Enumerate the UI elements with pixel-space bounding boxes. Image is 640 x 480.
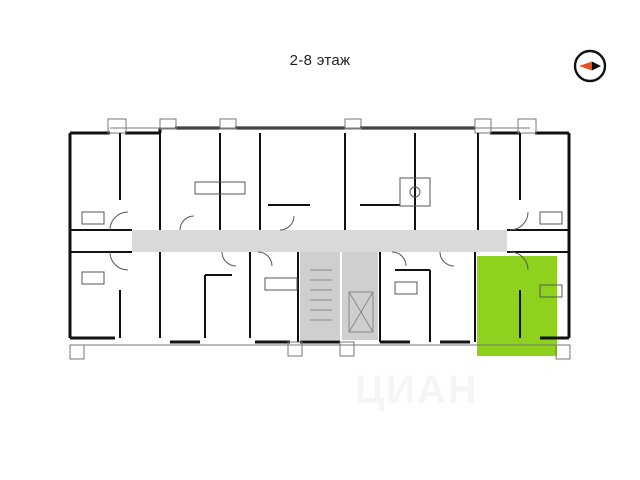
- corridor: [132, 230, 507, 252]
- compass-icon: [573, 49, 607, 83]
- highlighted-apartment[interactable]: [477, 256, 557, 356]
- windows: [69, 118, 571, 360]
- fixtures: [81, 177, 563, 298]
- elevator-shaft: [342, 252, 378, 340]
- watermark: ЦИАН: [355, 368, 479, 412]
- stair-steps: [310, 269, 374, 333]
- interior-walls: [70, 133, 569, 342]
- stairwell: [300, 252, 340, 340]
- floor-title: 2-8 этаж: [289, 52, 351, 69]
